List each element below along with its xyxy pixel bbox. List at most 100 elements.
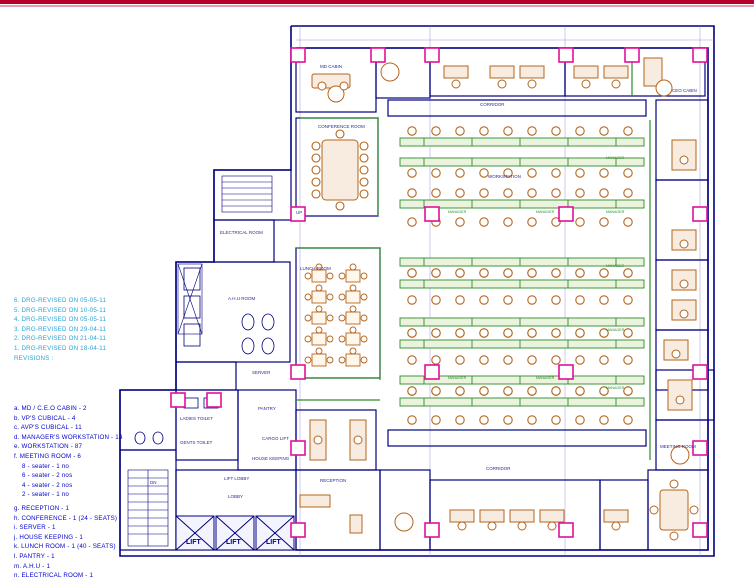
chair [431, 355, 441, 365]
lift-1-label: LIFT [186, 539, 201, 546]
chair [623, 168, 633, 178]
chair [623, 415, 633, 425]
workstation-bench [399, 137, 645, 147]
chair [407, 217, 417, 227]
chair [479, 217, 489, 227]
revision-line: 6. DRG-REVISED ON 05-05-11 [14, 297, 107, 304]
area-item: m. A.H.U - 1 [14, 562, 51, 570]
chair [599, 126, 609, 136]
column [290, 47, 306, 63]
cabin-chair [451, 79, 461, 89]
lunch-chair [326, 335, 334, 343]
chair [551, 168, 561, 178]
chair [551, 126, 561, 136]
lunch-table [345, 311, 361, 325]
chair [551, 295, 561, 305]
cabin-chair [679, 239, 689, 249]
column [424, 206, 440, 222]
chair [551, 188, 561, 198]
lunch-chair [326, 314, 334, 322]
lunch-chair [338, 335, 346, 343]
lunch-table [311, 353, 327, 367]
chair [527, 217, 537, 227]
chair [527, 268, 537, 278]
column [558, 206, 574, 222]
corridor-top-label: CORRIDOR [480, 102, 505, 107]
chair [623, 355, 633, 365]
chair [479, 355, 489, 365]
stair-up-label: UP [296, 210, 302, 215]
chair [551, 415, 561, 425]
chair [407, 415, 417, 425]
cabin-chair [353, 435, 363, 445]
chair [575, 386, 585, 396]
workstation-bench [399, 317, 645, 327]
staircases [127, 175, 273, 547]
lift-2-label: LIFT [226, 539, 241, 546]
lunch-chair [338, 272, 346, 280]
chair [407, 268, 417, 278]
column [290, 206, 306, 222]
lunch-chair [326, 356, 334, 364]
lunch-table [345, 353, 361, 367]
chair [599, 328, 609, 338]
chair [455, 268, 465, 278]
conference-chair [335, 129, 345, 139]
revision-notes: 6. DRG-REVISED ON 05-05-11 5. DRG-REVISE… [14, 296, 106, 363]
revision-line: 3. DRG-REVISED ON 29-04-11 [14, 325, 107, 333]
chair [407, 126, 417, 136]
lunch-chair [315, 263, 323, 271]
lunch-chair [360, 272, 368, 280]
chair [479, 168, 489, 178]
chair [599, 217, 609, 227]
lunch-chair [349, 263, 357, 271]
stair-dn-label: DN [150, 480, 157, 485]
interior-walls [119, 47, 715, 551]
chair [503, 268, 513, 278]
workstation-bench [399, 257, 645, 267]
manager-label: MANAGER [536, 376, 555, 380]
area-item: c. AVP'S CUBICAL - 11 [14, 424, 82, 432]
chair [551, 328, 561, 338]
manager-label: MANAGER [536, 210, 555, 214]
cabin-chair [457, 521, 467, 531]
top-border-strip [0, 0, 754, 4]
conference-chair [311, 189, 321, 199]
cabin-chair [527, 79, 537, 89]
column [424, 47, 440, 63]
ahu-label: A.H.U ROOM [228, 296, 256, 301]
manager-label: MANAGER [606, 328, 625, 332]
area-item: k. LUNCH ROOM - 1 (40 - SEATS) [14, 543, 116, 551]
lunch-chair [360, 335, 368, 343]
cabin-chair [547, 521, 557, 531]
area-item: i. SERVER - 1 [14, 524, 56, 532]
manager-label: MANAGER [606, 264, 625, 268]
lunch-table [311, 269, 327, 283]
chair [503, 355, 513, 365]
chair [623, 295, 633, 305]
hk-label: HOUSE KEEPING [252, 456, 290, 461]
conference-chair [311, 141, 321, 151]
lunch-table [345, 269, 361, 283]
lunch-chair [360, 314, 368, 322]
lift-shafts [175, 515, 295, 551]
column [558, 364, 574, 380]
chair [503, 126, 513, 136]
cabin-chair [669, 531, 679, 541]
column [424, 364, 440, 380]
column [290, 522, 306, 538]
chair [599, 168, 609, 178]
chair [407, 188, 417, 198]
chair [599, 268, 609, 278]
chair [407, 295, 417, 305]
cabin-chair [581, 79, 591, 89]
meeting-sub-item: 2 - seater - 1 no [22, 491, 70, 499]
chair [575, 188, 585, 198]
chair [455, 355, 465, 365]
chair [623, 328, 633, 338]
conference-chair [359, 141, 369, 151]
chair [623, 386, 633, 396]
chair [527, 126, 537, 136]
chair [575, 415, 585, 425]
